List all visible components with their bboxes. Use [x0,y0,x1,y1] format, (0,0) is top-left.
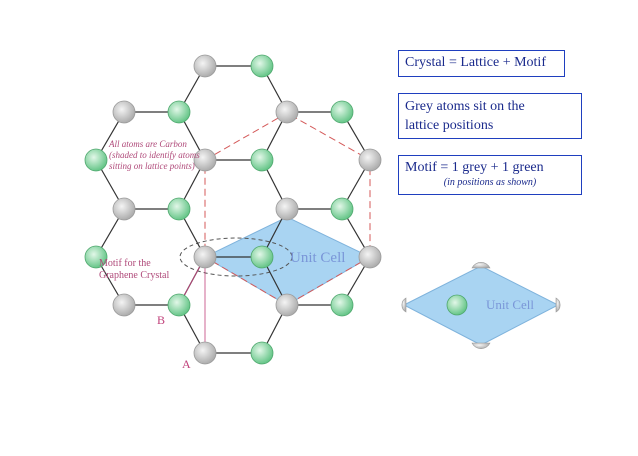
green-atom [330,293,354,317]
vector-a-label: A [182,357,191,371]
green-atoms [84,54,354,365]
green-atom [167,197,191,221]
grey-atoms [112,54,382,365]
green-atom [250,341,274,365]
motif-line: Motif = 1 grey + 1 green [405,160,544,175]
green-atom [330,197,354,221]
motif-label-line2: Graphene Crystal [99,270,170,281]
note-line3: sitting on lattice points) [109,161,195,171]
grey-atom [358,245,382,269]
motif-label-line1: Motif for the [99,258,151,269]
side-unit-cell [401,262,561,349]
motif-sub: (in positions as shown) [443,177,537,188]
grey-atom [193,245,217,269]
green-atom [84,148,108,172]
unit-cell-label-main: Unit Cell [290,250,346,266]
carbon-note: All atoms are Carbon (shaded to identify… [109,139,201,172]
green-atom [250,245,274,269]
crystal-equation-box: Crystal = Lattice + Motif [398,50,565,77]
green-atom [167,100,191,124]
grey-atoms-box: Grey atoms sit on the lattice positions [398,93,582,139]
motif-label: Motif for the Graphene Crystal [99,258,189,282]
side-green-atom [446,294,468,316]
grey-atom [112,293,136,317]
grey-atoms-line2: lattice positions [405,118,494,133]
motif-ellipse [179,237,293,277]
green-atom [330,100,354,124]
motif-box: Motif = 1 grey + 1 green (in positions a… [398,155,582,195]
grey-atoms-line1: Grey atoms sit on the [405,99,525,114]
note-line1: All atoms are Carbon [109,139,187,149]
grey-atom [193,148,217,172]
grey-atom [193,54,217,78]
green-atom [84,245,108,269]
unit-cell-label-side: Unit Cell [486,297,535,312]
grey-atom [275,293,299,317]
grey-atom [275,100,299,124]
note-line2: (shaded to identify atoms [109,150,200,160]
grey-atom [275,197,299,221]
bonds [95,65,371,354]
green-atom [250,54,274,78]
green-atom [250,148,274,172]
vector-b-label: B [157,313,166,327]
grey-atom [358,148,382,172]
green-atom [167,293,191,317]
crystal-equation: Crystal = Lattice + Motif [405,55,546,70]
grey-atom [193,341,217,365]
grey-atom [112,197,136,221]
grey-atom [112,100,136,124]
